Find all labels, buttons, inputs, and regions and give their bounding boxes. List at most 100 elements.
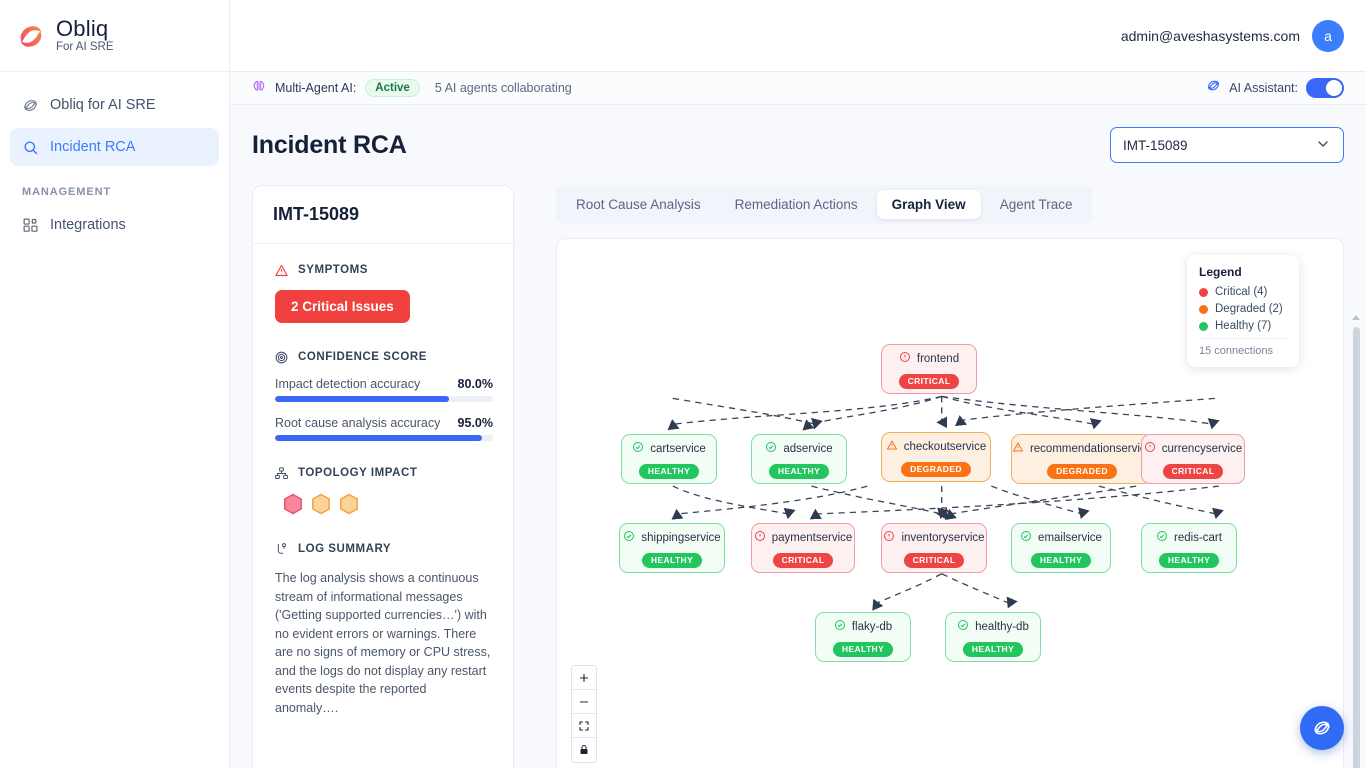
search-icon bbox=[21, 138, 39, 156]
healthy-dot-icon bbox=[1199, 321, 1208, 331]
main-area: admin@aveshasystems.com a Multi-Agent AI… bbox=[230, 0, 1366, 768]
warning-triangle-icon bbox=[273, 262, 289, 278]
sidebar-item-label: Obliq for AI SRE bbox=[50, 97, 156, 113]
node-status-badge: HEALTHY bbox=[641, 552, 703, 568]
tab-root-cause-analysis[interactable]: Root Cause Analysis bbox=[576, 197, 701, 212]
node-status-badge: DEGRADED bbox=[1047, 463, 1117, 479]
node-status-badge: CRITICAL bbox=[903, 552, 965, 568]
vertical-scrollbar[interactable] bbox=[1353, 327, 1360, 768]
topology-icon bbox=[273, 465, 289, 481]
sidebar-group-label: MANAGEMENT bbox=[22, 186, 112, 198]
node-status-badge: CRITICAL bbox=[1162, 463, 1224, 479]
node-label: shippingservice bbox=[641, 531, 721, 544]
legend-item-critical: Critical (4) bbox=[1199, 286, 1287, 298]
sidebar-item-integrations[interactable]: Integrations bbox=[10, 206, 219, 244]
tab-remediation-actions[interactable]: Remediation Actions bbox=[734, 197, 858, 212]
hex-critical[interactable] bbox=[283, 493, 303, 515]
avatar[interactable]: a bbox=[1312, 19, 1344, 52]
legend-label: Healthy (7) bbox=[1215, 320, 1272, 332]
sidebar-item-label: Integrations bbox=[50, 217, 126, 233]
grid-apps-icon bbox=[21, 216, 39, 234]
incident-select-value: IMT-15089 bbox=[1123, 137, 1188, 153]
brand-subtitle: For AI SRE bbox=[56, 40, 114, 53]
incident-detail-card: IMT-15089 SYMPTOMS 2 Critical Issues bbox=[252, 185, 514, 768]
zoom-out-icon[interactable] bbox=[572, 690, 596, 714]
agents-collaborating-note: 5 AI agents collaborating bbox=[434, 81, 572, 95]
sidebar-item-obliq-for-ai-sre[interactable]: Obliq for AI SRE bbox=[10, 86, 219, 124]
hex-degraded[interactable] bbox=[339, 493, 359, 515]
fit-view-icon[interactable] bbox=[572, 714, 596, 738]
section-title: LOG SUMMARY bbox=[298, 543, 392, 555]
node-label: adservice bbox=[783, 442, 833, 455]
alert-circle-icon bbox=[899, 350, 911, 368]
ai-assistant-toggle[interactable] bbox=[1306, 78, 1344, 98]
tab-bar: Root Cause Analysis Remediation Actions … bbox=[556, 185, 1093, 224]
topology-section-header: TOPOLOGY IMPACT bbox=[273, 465, 493, 481]
section-title: TOPOLOGY IMPACT bbox=[298, 467, 418, 479]
scrollbar-thumb[interactable] bbox=[1353, 327, 1360, 768]
node-status-badge: HEALTHY bbox=[768, 463, 830, 479]
brain-icon bbox=[252, 79, 266, 98]
page-title: Incident RCA bbox=[252, 130, 407, 159]
alert-circle-icon bbox=[1144, 440, 1156, 458]
hex-degraded[interactable] bbox=[311, 493, 331, 515]
node-label: paymentservice bbox=[771, 531, 853, 544]
incident-id: IMT-15089 bbox=[273, 204, 360, 224]
check-circle-icon bbox=[765, 440, 777, 458]
graph-edges bbox=[667, 395, 1224, 611]
symptoms-section-header: SYMPTOMS bbox=[273, 262, 493, 278]
node-label: currencyservice bbox=[1161, 442, 1243, 455]
obliq-logo-icon bbox=[16, 21, 46, 51]
node-status-badge: HEALTHY bbox=[832, 641, 894, 657]
obliq-icon bbox=[1206, 78, 1221, 98]
status-badge: Active bbox=[365, 79, 420, 97]
ai-assistant-label: AI Assistant: bbox=[1229, 81, 1298, 95]
impact-detection-progress bbox=[275, 396, 493, 402]
top-bar: admin@aveshasystems.com a bbox=[230, 0, 1366, 72]
metric-label: Root cause analysis accuracy bbox=[275, 416, 441, 430]
page-content: Incident RCA IMT-15089 IMT-15089 bbox=[230, 105, 1366, 768]
node-status-badge: HEALTHY bbox=[962, 641, 1024, 657]
section-title: CONFIDENCE SCORE bbox=[298, 351, 427, 363]
log-summary-section-header: LOG SUMMARY bbox=[273, 541, 493, 557]
scroll-up-arrow-icon[interactable] bbox=[1352, 315, 1360, 320]
brand-title: Obliq bbox=[56, 15, 109, 41]
confidence-section-header: CONFIDENCE SCORE bbox=[273, 349, 493, 365]
node-status-badge: DEGRADED bbox=[901, 461, 971, 477]
node-label: cartservice bbox=[650, 442, 706, 455]
node-status-badge: HEALTHY bbox=[1030, 552, 1092, 568]
sidebar-item-incident-rca[interactable]: Incident RCA bbox=[10, 128, 219, 166]
node-label: recommendationservice bbox=[1029, 442, 1153, 455]
node-label: flaky-db bbox=[851, 620, 893, 633]
confidence-metric-row: Root cause analysis accuracy 95.0% bbox=[275, 416, 493, 430]
lock-icon[interactable] bbox=[572, 738, 596, 762]
tab-agent-trace[interactable]: Agent Trace bbox=[999, 197, 1073, 212]
log-summary-text: The log analysis shows a continuous stre… bbox=[275, 571, 491, 715]
tab-graph-view[interactable]: Graph View bbox=[876, 190, 981, 219]
check-circle-icon bbox=[957, 618, 969, 636]
critical-issues-button[interactable]: 2 Critical Issues bbox=[275, 290, 410, 323]
alert-circle-icon bbox=[754, 529, 766, 547]
graph-section: Root Cause Analysis Remediation Actions … bbox=[556, 185, 1344, 768]
brand[interactable]: Obliq For AI SRE bbox=[0, 0, 229, 72]
incident-select[interactable]: IMT-15089 bbox=[1110, 127, 1344, 163]
zoom-in-icon[interactable] bbox=[572, 666, 596, 690]
check-circle-icon bbox=[1156, 529, 1168, 547]
alert-circle-icon bbox=[883, 529, 895, 547]
target-icon bbox=[273, 349, 289, 365]
ai-assistant-fab[interactable] bbox=[1300, 706, 1344, 750]
